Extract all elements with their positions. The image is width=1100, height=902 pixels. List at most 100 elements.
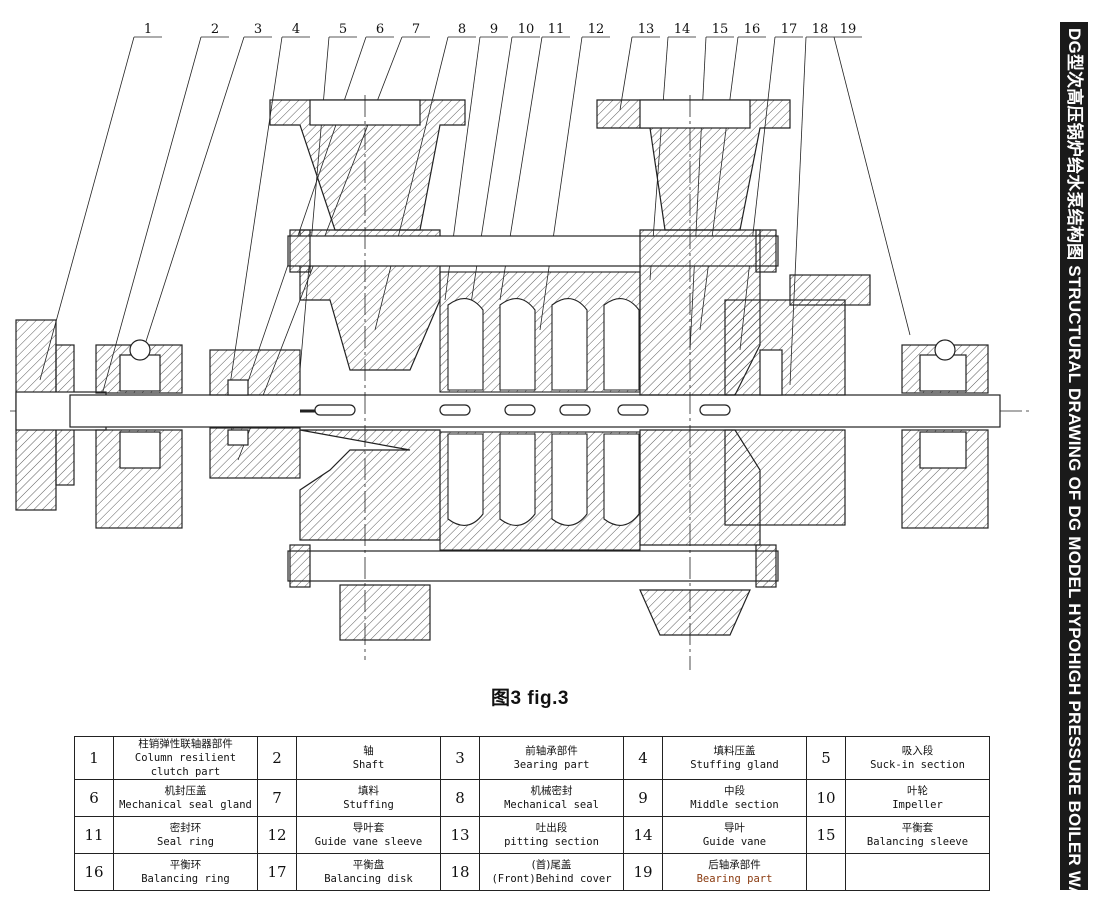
part-name-chinese: (首)尾盖 <box>531 859 572 871</box>
part-name-chinese: 前轴承部件 <box>525 745 578 757</box>
part-name-english: Bearing part <box>696 873 773 885</box>
front-bearing-part <box>95 339 183 529</box>
middle-sections <box>439 271 641 551</box>
part-name-chinese: 填料压盖 <box>713 745 756 757</box>
part-number: 9 <box>623 779 663 817</box>
part-name-chinese: 平衡盘 <box>352 859 385 871</box>
callout-number-2: 2 <box>211 22 219 37</box>
callout-number-11: 11 <box>548 22 565 37</box>
part-name-english: Seal ring <box>157 836 214 848</box>
part-name-english: Impeller <box>892 799 943 811</box>
callout-number-1: 1 <box>144 22 152 37</box>
part-name-english: pitting section <box>504 836 599 848</box>
part-number: 7 <box>257 779 297 817</box>
part-name-english: Mechanical seal <box>504 799 599 811</box>
callout-number-14: 14 <box>674 22 691 37</box>
part-name-chinese: 后轴承部件 <box>708 859 761 871</box>
part-description: 前轴承部件 3earing part <box>479 736 624 780</box>
part-name-chinese: 吐出段 <box>535 822 568 834</box>
part-name-english: Column resilient clutch part <box>134 752 237 778</box>
part-description: 柱销弹性联轴器部件 Column resilient clutch part <box>113 736 258 780</box>
callout-leader-13 <box>619 36 633 111</box>
rear-bearing-part <box>901 339 989 529</box>
part-name-chinese: 吸入段 <box>901 745 934 757</box>
callout-number-16: 16 <box>744 22 761 37</box>
part-name-chinese: 密封环 <box>169 822 202 834</box>
part-number: 11 <box>74 816 114 854</box>
part-name-english: Balancing disk <box>324 873 413 885</box>
callout-leader-3 <box>139 36 245 361</box>
part-description: 中段 Middle section <box>662 779 807 817</box>
part-name-english: 3earing part <box>513 759 590 771</box>
callout-number-18: 18 <box>812 22 829 37</box>
callout-number-13: 13 <box>638 22 655 37</box>
part-number: 2 <box>257 736 297 780</box>
part-description: 机械密封 Mechanical seal <box>479 779 624 817</box>
stuffing-gland-area <box>209 349 301 479</box>
part-name-chinese: 导叶 <box>724 822 745 834</box>
callout-number-19: 19 <box>840 22 857 37</box>
part-name-chinese: 轴 <box>363 745 374 757</box>
part-name-chinese: 叶轮 <box>907 785 928 797</box>
part-description: 后轴承部件 Bearing part <box>662 853 807 891</box>
part-name-chinese: 导叶套 <box>352 822 385 834</box>
part-number: 10 <box>806 779 846 817</box>
callout-number-4: 4 <box>292 22 300 37</box>
part-number: 14 <box>623 816 663 854</box>
callout-number-9: 9 <box>490 22 498 37</box>
part-name-chinese: 平衡套 <box>901 822 934 834</box>
part-number: 13 <box>440 816 480 854</box>
part-description: 平衡套 Balancing sleeve <box>845 816 990 854</box>
part-number: 5 <box>806 736 846 780</box>
part-number: 12 <box>257 816 297 854</box>
part-number: 19 <box>623 853 663 891</box>
callout-leader-5 <box>299 36 330 371</box>
part-name-chinese: 平衡环 <box>169 859 202 871</box>
part-number: 15 <box>806 816 846 854</box>
callout-number-8: 8 <box>458 22 466 37</box>
part-name-english: Balancing sleeve <box>866 836 969 848</box>
part-number: 1 <box>74 736 114 780</box>
balancing-area <box>724 274 871 526</box>
vertical-title-text: DG型次高压锅炉给水泵结构图 STRUCTURAL DRAWING OF DG … <box>1065 28 1084 890</box>
part-name-chinese: 填料 <box>358 785 379 797</box>
part-number: 3 <box>440 736 480 780</box>
vertical-centerlines <box>364 95 691 670</box>
empty-cell <box>845 853 990 891</box>
part-name-english: Shaft <box>352 759 385 771</box>
part-description: 平衡环 Balancing ring <box>113 853 258 891</box>
callout-number-5: 5 <box>339 22 347 37</box>
part-name-chinese: 机封压盖 <box>164 785 207 797</box>
callout-number-15: 15 <box>712 22 729 37</box>
part-name-english: Stuffing <box>343 799 394 811</box>
part-name-english: Middle section <box>690 799 779 811</box>
part-name-chinese: 中段 <box>724 785 745 797</box>
empty-cell <box>806 853 846 891</box>
part-description: 吐出段 pitting section <box>479 816 624 854</box>
part-number: 4 <box>623 736 663 780</box>
callout-number-7: 7 <box>412 22 420 37</box>
part-description: 填料 Stuffing <box>296 779 441 817</box>
part-name-chinese: 柱销弹性联轴器部件 <box>138 738 233 750</box>
part-description: 轴 Shaft <box>296 736 441 780</box>
part-description: (首)尾盖(Front)Behind cover <box>479 853 624 891</box>
part-name-english: Balancing ring <box>141 873 230 885</box>
part-description: 密封环 Seal ring <box>113 816 258 854</box>
part-description: 平衡盘 Balancing disk <box>296 853 441 891</box>
part-number: 16 <box>74 853 114 891</box>
callout-leader-19 <box>833 36 911 336</box>
part-number: 18 <box>440 853 480 891</box>
callout-number-12: 12 <box>588 22 605 37</box>
callout-leader-10 <box>469 36 513 311</box>
shaft <box>69 394 1001 428</box>
part-number: 6 <box>74 779 114 817</box>
part-name-chinese: 机械密封 <box>530 785 573 797</box>
